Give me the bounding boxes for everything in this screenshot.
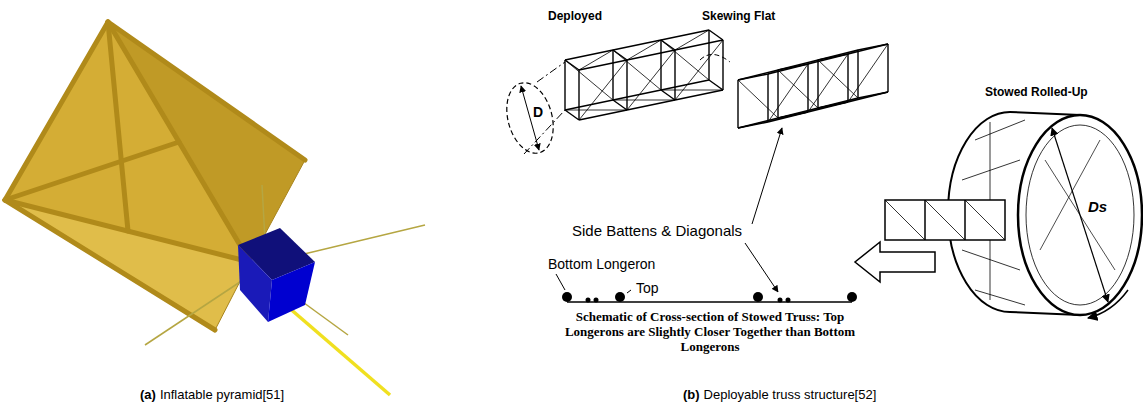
truss-member	[613, 100, 675, 101]
view-title: Skewing Flat	[702, 10, 775, 24]
truss-member	[627, 40, 661, 60]
dimension-arrow	[1052, 128, 1108, 302]
truss-member	[675, 30, 709, 50]
truss-member	[661, 90, 723, 91]
truss-member	[627, 50, 675, 110]
part-label: Bottom Longeron	[548, 256, 655, 272]
truss-annotation	[499, 54, 1142, 318]
truss-member	[565, 30, 709, 60]
pyramid-illustration	[5, 22, 425, 395]
truss-member	[661, 90, 675, 100]
truss-member	[848, 44, 888, 102]
truss-member	[565, 60, 613, 100]
cross-section-line	[567, 301, 852, 303]
schematic-note: Schematic of Cross-section of Stowed Tru…	[545, 310, 875, 355]
truss-member	[675, 40, 723, 100]
truss-member	[722, 40, 723, 90]
part-label: Top	[636, 280, 659, 296]
truss-member	[579, 50, 613, 70]
cube-satellite	[238, 228, 315, 322]
drum-front	[1018, 115, 1142, 315]
subfigure-letter: (a)	[140, 388, 156, 403]
drum-inner	[1026, 125, 1134, 305]
longeron-dot	[562, 292, 857, 303]
truss-strip	[885, 200, 1005, 240]
truss-member	[613, 50, 661, 90]
truss-illustration	[565, 30, 888, 128]
rotation-arrow	[1088, 290, 1128, 318]
truss-member	[778, 70, 818, 108]
truss-member	[777, 70, 778, 118]
subfigure-caption: Deployable truss structure[52]	[704, 388, 877, 403]
truss-member	[626, 60, 627, 110]
truss-member	[564, 60, 565, 110]
antenna-line	[145, 185, 425, 395]
truss-member	[660, 40, 661, 90]
truss-member	[565, 110, 579, 120]
truss-member	[579, 90, 723, 120]
truss-member	[848, 50, 858, 54]
skewing-truss	[738, 44, 888, 128]
extension-line	[537, 62, 565, 82]
truss-member	[767, 74, 768, 122]
extension-line	[524, 110, 565, 154]
part-label: Side Battens & Diagonals	[572, 222, 742, 239]
truss-member	[738, 98, 858, 128]
truss-member	[857, 50, 858, 98]
truss-member	[674, 50, 675, 100]
dimension-label: Ds	[1088, 198, 1107, 215]
skew-path	[700, 54, 730, 62]
truss-member	[579, 60, 627, 120]
view-title: Stowed Rolled-Up	[985, 86, 1088, 100]
truss-member	[887, 44, 888, 92]
drum-edge	[1010, 112, 1080, 115]
leader-line	[752, 128, 782, 224]
truss-member	[613, 100, 627, 110]
truss-member	[612, 50, 613, 100]
truss-member	[818, 60, 858, 98]
dimension-label: D	[533, 104, 543, 120]
truss-member	[579, 40, 723, 70]
leader-line	[745, 243, 778, 292]
truss-member	[847, 54, 848, 102]
truss-member	[709, 80, 723, 90]
hollow-arrow	[855, 242, 935, 282]
truss-member	[807, 64, 808, 112]
subfigure-caption: Inflatable pyramid[51]	[160, 388, 284, 403]
inflatable-strut	[5, 22, 305, 330]
truss-member	[768, 70, 778, 74]
pyramid-face	[108, 22, 305, 262]
truss-member	[808, 60, 818, 64]
truss-member	[738, 80, 778, 118]
truss-member	[578, 70, 579, 120]
truss-member	[817, 60, 818, 108]
truss-member	[565, 110, 627, 111]
truss-member	[661, 40, 709, 80]
diameter-envelope	[499, 78, 560, 159]
leader-line	[627, 290, 631, 293]
drum-face-pattern	[1040, 140, 1115, 270]
subfigure-letter: (b)	[683, 388, 700, 403]
truss-member	[709, 30, 723, 40]
leader-line	[556, 274, 565, 290]
view-title: Deployed	[548, 10, 602, 24]
truss-member	[737, 80, 738, 128]
deployed-truss	[565, 30, 723, 120]
